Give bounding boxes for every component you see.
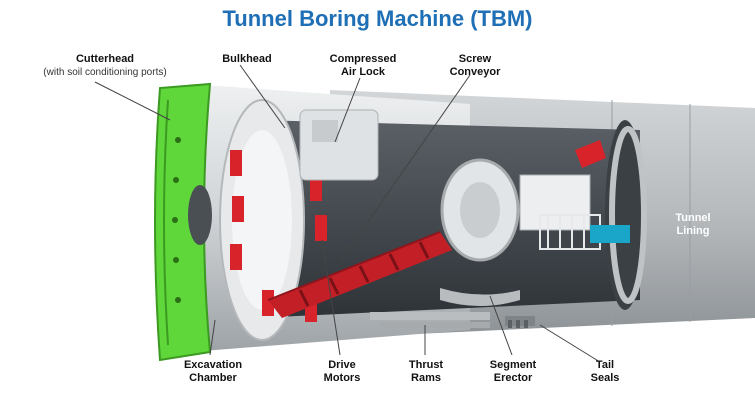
cutterhead: [154, 82, 212, 362]
label-screw-conveyor: Screw Conveyor: [449, 53, 501, 78]
segment-erector: [440, 158, 520, 306]
label-tail-seals: Tail Seals: [590, 359, 620, 384]
backup-gantry: [519, 140, 630, 250]
label-bulkhead: Bulkhead: [222, 53, 272, 65]
tail-seals: [505, 316, 535, 328]
label-excavation-chamber: Excavation Chamber: [183, 359, 243, 384]
label-tunnel-lining: Tunnel Lining: [675, 212, 711, 237]
drive-motors: [230, 150, 327, 322]
thrust-rams: [370, 312, 490, 328]
label-cutterhead: Cutterhead (with soil conditioning ports…: [30, 53, 180, 79]
label-drive-motors: Drive Motors: [323, 359, 361, 384]
page-title: Tunnel Boring Machine (TBM): [222, 6, 533, 31]
screw-conveyor: [267, 231, 452, 318]
label-cutterhead-note: (with soil conditioning ports): [43, 67, 167, 78]
label-thrust-rams: Thrust Rams: [408, 359, 444, 384]
leader-lines: [94, 64, 601, 363]
label-segment-erector: Segment Erector: [489, 359, 537, 384]
air-lock: [299, 109, 379, 181]
label-compressed-air-lock: Compressed Air Lock: [329, 53, 397, 78]
